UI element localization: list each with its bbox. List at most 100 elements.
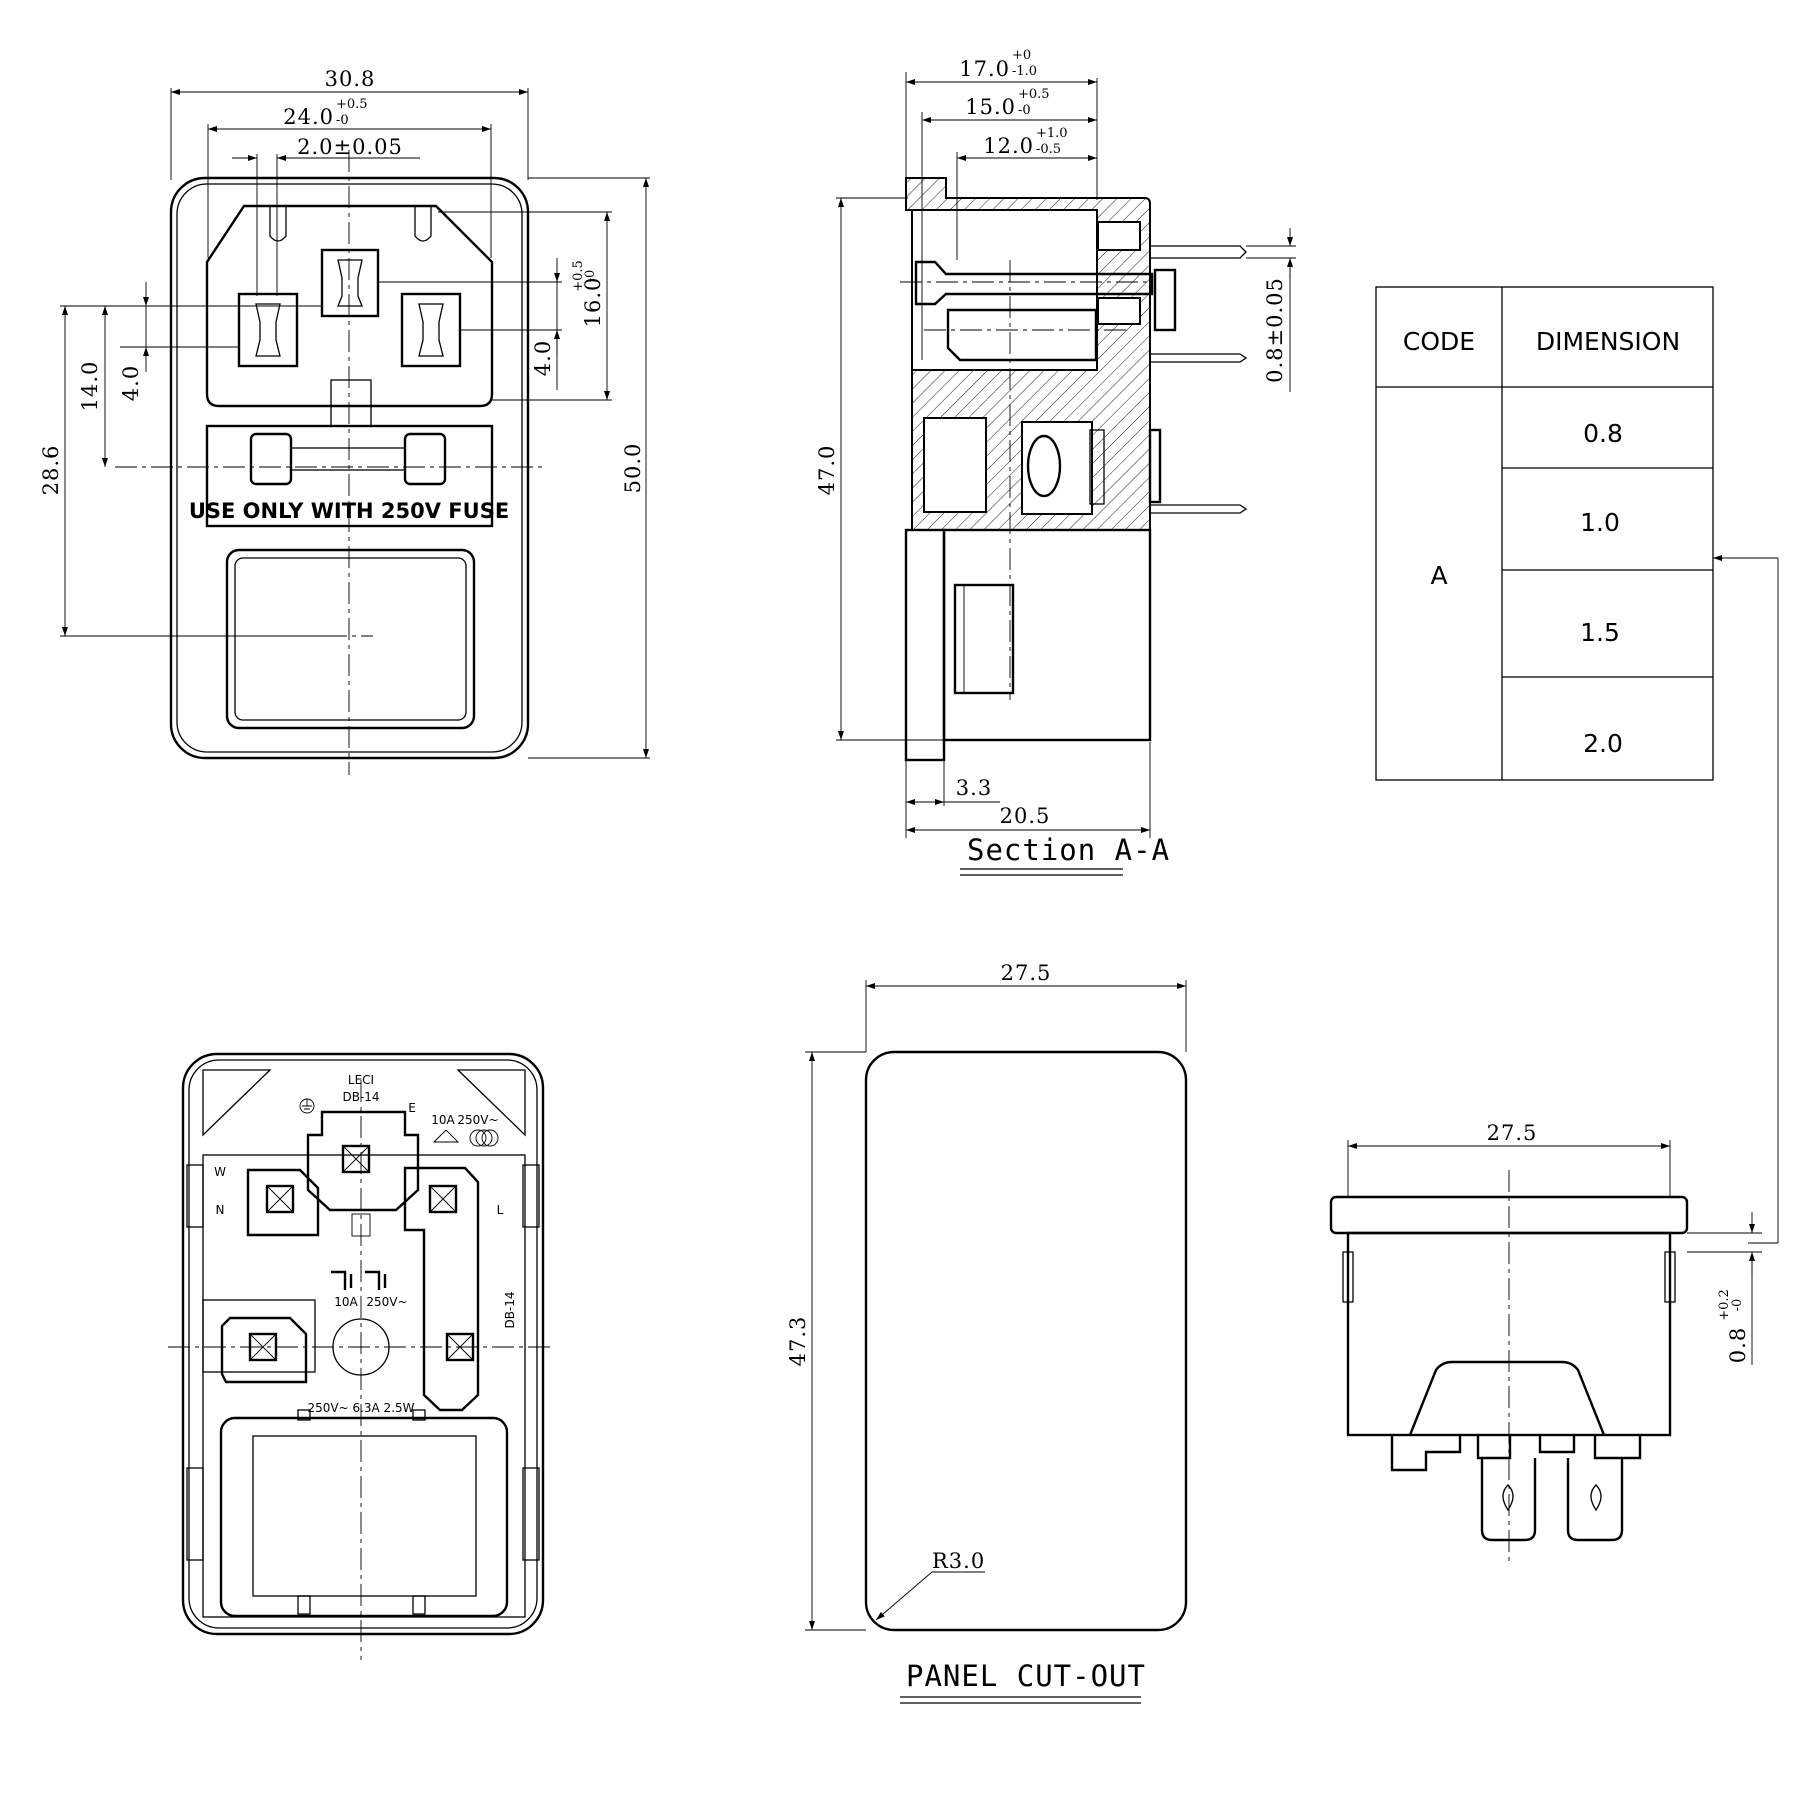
- dim-inlet-width-tol-upper: +0.5: [336, 97, 368, 112]
- dim-inlet-width: 24.0: [283, 105, 334, 129]
- fuse-drawer: [205, 424, 494, 528]
- dim-section-height: 47.0: [815, 445, 839, 496]
- panel-cutout: 27.5 47.3 R3.0 PANEL CUT-OUT: [786, 961, 1188, 1704]
- rear-maker-label: LECI: [348, 1073, 374, 1087]
- side-terminal-left: [1480, 1458, 1537, 1542]
- dim-panel-thickness-tol-lower: -0: [1730, 1299, 1745, 1312]
- switch-window-outer: [225, 548, 476, 730]
- rear-body: [202, 1154, 526, 1618]
- section-notch: [1097, 221, 1141, 251]
- fuse-body: [290, 447, 406, 471]
- dim-inlet-width-tol-lower: -0: [336, 113, 349, 128]
- rear-switch-frame: [219, 1416, 509, 1618]
- iec-inlet-outline: [205, 204, 494, 408]
- rear-rating-a: 10A: [431, 1113, 455, 1127]
- rear-fuse-rating: 250V~ 6.3A 2.5W: [307, 1401, 414, 1415]
- rear-model-label: DB-14: [342, 1090, 379, 1104]
- rear-earth-label: E: [408, 1101, 416, 1115]
- fuse-drawer-tab: [330, 379, 372, 427]
- earth-pin-socket: [320, 248, 380, 318]
- dim-panel-thickness-tol-upper: +0.2: [1717, 1289, 1732, 1321]
- front-housing-outline: [169, 176, 530, 760]
- dim-pin-spacing: 2.0±0.05: [297, 135, 403, 159]
- dim-total-height: 50.0: [621, 443, 645, 494]
- side-view: 27.5 0.8 +0.2 -0: [1329, 1121, 1762, 1565]
- dim-depth-c: 12.0: [983, 134, 1034, 158]
- dim-cutout-height: 47.3: [786, 1316, 810, 1367]
- rear-neutral-top-label: W: [214, 1165, 226, 1179]
- section-switch-body: [942, 528, 1152, 742]
- rear-view: LECI DB-14 E 10A 250V~ W N L 10A 250V~ D…: [168, 1052, 555, 1660]
- neutral-pin-socket: [237, 292, 299, 368]
- side-switch-bump: [1408, 1360, 1606, 1436]
- dim-depth-a-tol-upper: +0: [1012, 48, 1031, 63]
- rear-fuse-terminal: [220, 1316, 308, 1384]
- table-dimension-value: 1.5: [1580, 618, 1620, 647]
- fuse-cap-left: [249, 432, 293, 486]
- dim-side-width: 27.5: [1487, 1121, 1538, 1145]
- dim-terminal-thickness: 0.8±0.05: [1263, 277, 1287, 383]
- dim-cutout-width: 27.5: [1001, 961, 1052, 985]
- section-contact: [946, 308, 1098, 362]
- rear-neutral-terminal: [246, 1168, 320, 1237]
- dim-fuse-to-switch: 28.6: [39, 445, 63, 496]
- ccc-mark-icon: [469, 1129, 487, 1147]
- section-pocket-left: [923, 417, 987, 513]
- side-terminal-bases: [1390, 1435, 1642, 1472]
- section-view: 17.0 +0 -1.0 15.0 +0.5 -0 12.0 +1.0 -0.5…: [815, 48, 1296, 876]
- section-terminal-top: [1150, 245, 1247, 259]
- cutout-outline: [864, 1050, 1188, 1632]
- rear-switch: [252, 1435, 477, 1597]
- front-housing-inner: [176, 183, 523, 753]
- dim-depth-c-tol-upper: +1.0: [1036, 126, 1068, 141]
- table-dimension-value: 2.0: [1583, 729, 1623, 758]
- table-header-code: CODE: [1403, 327, 1475, 356]
- section-terminal-mid: [1150, 353, 1248, 363]
- dim-flange: 3.3: [956, 776, 992, 800]
- section-fuse-end: [1089, 429, 1105, 505]
- dim-fuse-to-pin: 14.0: [78, 361, 102, 412]
- dim-inlet-height: 16.0: [581, 277, 605, 328]
- line-pin-socket: [400, 292, 462, 368]
- rear-neutral-label: N: [216, 1203, 225, 1217]
- neutral-pin: [255, 303, 281, 357]
- fuse-cap-right: [403, 432, 447, 486]
- rear-ul-rating-a: 10A: [334, 1295, 358, 1309]
- rear-ul-rating-v: 250V~: [366, 1295, 407, 1309]
- code-table: CODE DIMENSION A 0.8 1.0 1.5 2.0: [1375, 286, 1779, 1244]
- pse-mark-icon: [432, 1129, 460, 1143]
- inlet-keys: [269, 206, 432, 242]
- section-rocker: [953, 583, 1015, 695]
- table-code-value: A: [1430, 561, 1447, 590]
- earth-pin: [337, 259, 363, 307]
- rear-model-side-label: DB-14: [503, 1291, 517, 1328]
- section-terminal-low: [1150, 504, 1248, 514]
- section-terminal-clip: [1153, 268, 1177, 332]
- dim-depth-b: 15.0: [965, 95, 1016, 119]
- side-latches: [1342, 1251, 1676, 1303]
- switch-window-inner: [234, 557, 467, 721]
- rear-housing-outline: [181, 1052, 545, 1636]
- table-header-dimension: DIMENSION: [1536, 327, 1680, 356]
- dim-pin-offset-left: 4.0: [119, 365, 143, 401]
- dim-depth-a: 17.0: [959, 57, 1010, 81]
- front-dimensions: 30.8 24.0 +0.5 -0 2.0±0.05 50.0 16.0 +0.…: [39, 67, 650, 759]
- dim-panel-thickness: 0.8: [1726, 1327, 1750, 1363]
- dim-depth-c-tol-lower: -0.5: [1036, 142, 1061, 157]
- table-dimension-value: 1.0: [1580, 508, 1620, 537]
- dim-inlet-height-tol-lower: -0: [583, 270, 598, 283]
- section-dimensions: 17.0 +0 -1.0 15.0 +0.5 -0 12.0 +1.0 -0.5…: [815, 48, 1296, 838]
- rear-line-terminal: [403, 1166, 480, 1412]
- section-caption: Section A-A: [967, 833, 1170, 867]
- dim-depth-b-tol-lower: -0: [1018, 103, 1031, 118]
- dim-inlet-height-tol-upper: +0.5: [571, 260, 586, 292]
- section-notch-2: [1097, 297, 1141, 325]
- section-flange: [904, 528, 946, 762]
- section-pocket-fuse: [1021, 421, 1093, 515]
- rear-rating-v: 250V~: [457, 1113, 498, 1127]
- dim-width-overall: 30.8: [325, 67, 376, 91]
- dim-total-depth: 20.5: [1000, 804, 1051, 828]
- rear-earth-terminal: [306, 1110, 420, 1212]
- ul-mark-icon: [331, 1270, 387, 1290]
